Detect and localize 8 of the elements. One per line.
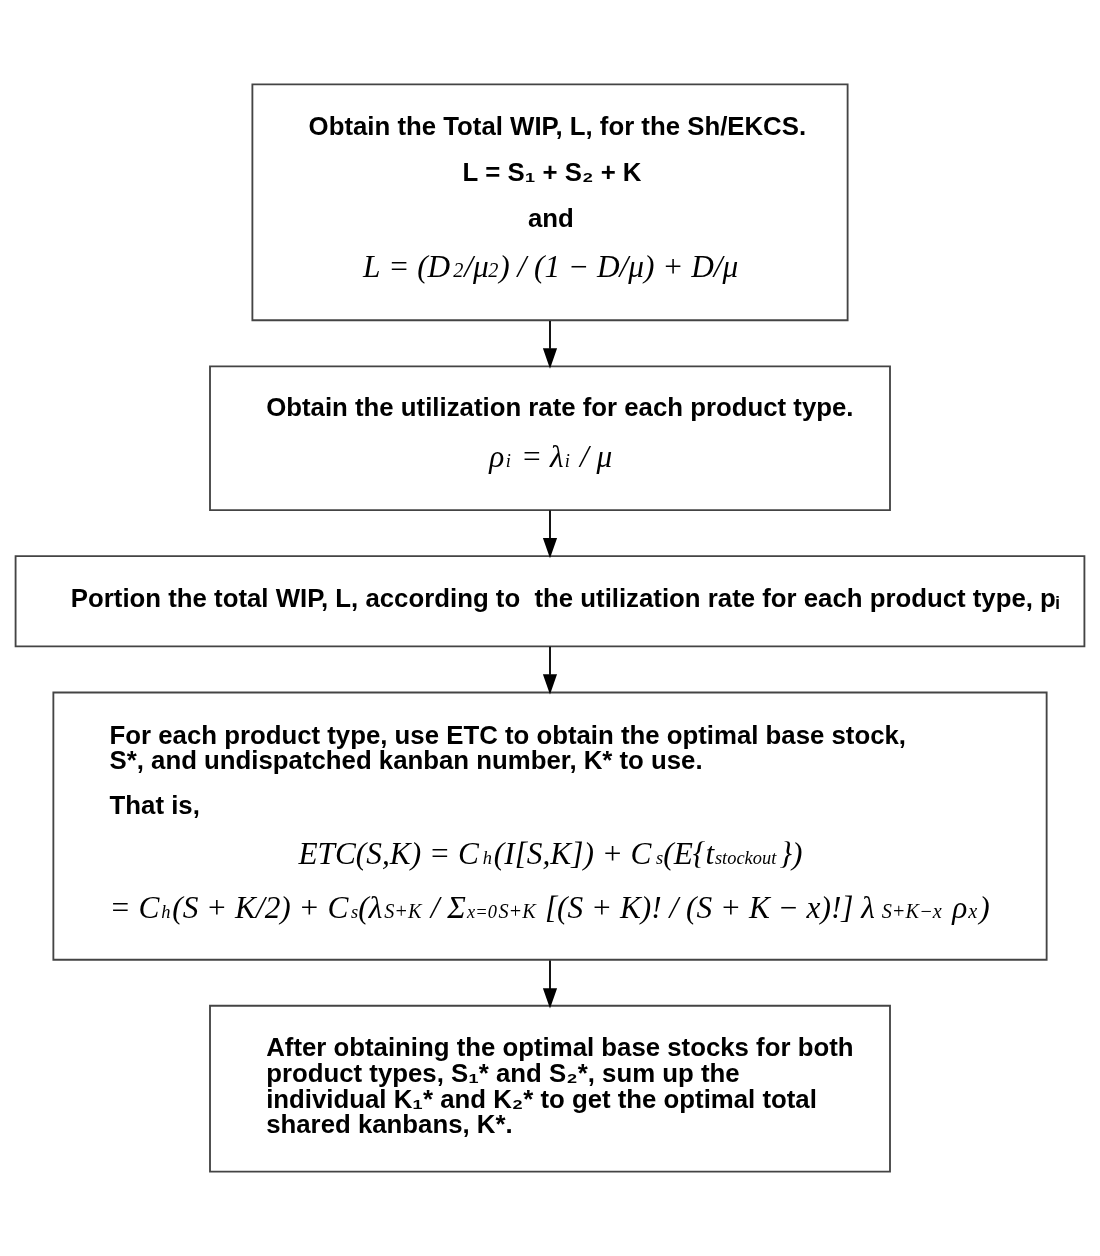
arrow (542, 645, 558, 695)
arrow (542, 959, 558, 1009)
node-box: Portion the total WIP, L, according to the utilization rate for each product type, pᵢ (14, 555, 1086, 648)
arrow (542, 320, 558, 369)
node-box: Obtain the Total WIP, L, for the Sh/EKCS. L = S₁ + S₂ + K and L = (D2/μ2) / (1 − D/μ) + D/μ (251, 83, 849, 322)
node-box: Obtain the utilization rate for each product type. ρi = λi / μ (209, 365, 891, 511)
node-box: After obtaining the optimal base stocks for both product types, S₁* and S₂*, sum up the individual K₁* and K₂* to get the optimal total shared kanbans, K*. (209, 1004, 891, 1173)
arrow (542, 509, 558, 559)
